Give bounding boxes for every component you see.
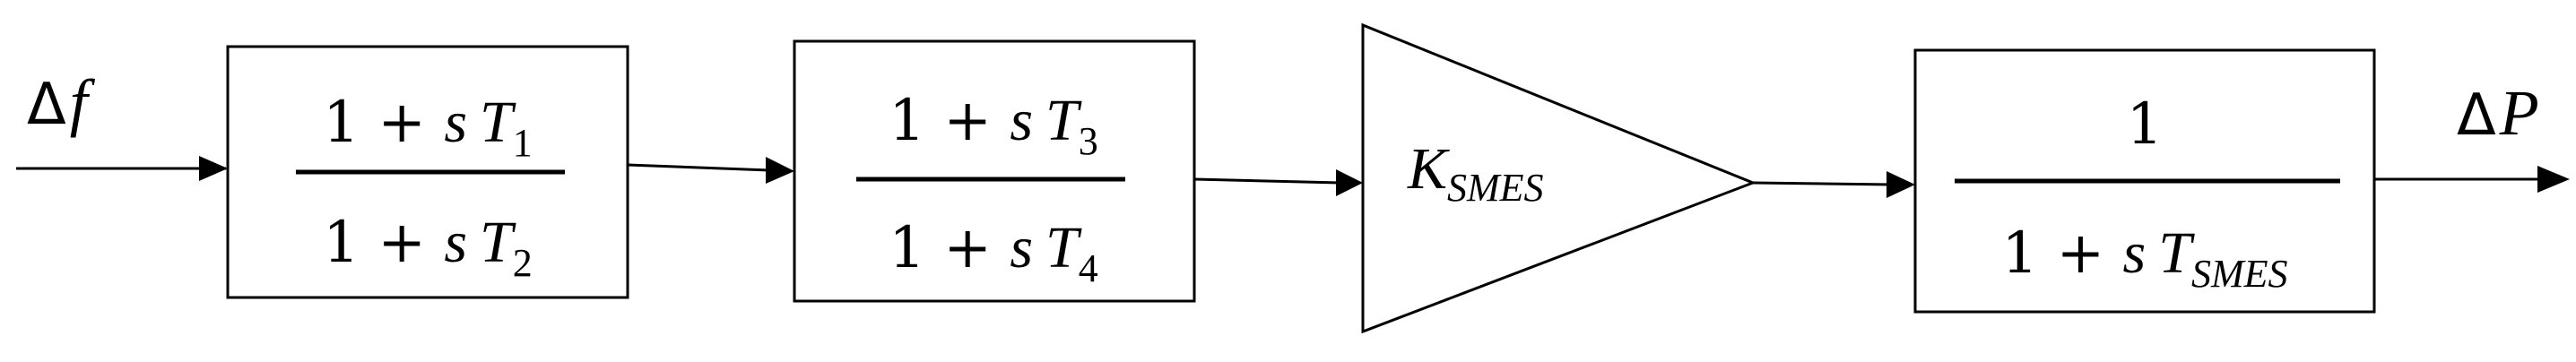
smes-lag-block xyxy=(1913,48,2376,314)
input-arrowhead xyxy=(199,156,228,181)
gain-triangle xyxy=(1361,22,1757,334)
lead-lag-block-1 xyxy=(226,45,629,299)
output-arrowhead xyxy=(2537,166,2570,193)
gain-label: KSMES xyxy=(1407,136,1544,210)
lead-lag-block-2 xyxy=(793,39,1196,303)
svg-text:Δf: Δf xyxy=(27,66,96,138)
input-signal-label: Δf xyxy=(27,66,96,138)
output-signal-label: ΔP xyxy=(2457,77,2539,149)
arrow-block1-to-block2 xyxy=(627,163,770,172)
arrow-block2-to-gain xyxy=(1193,177,1340,185)
block3-numerator: 1 xyxy=(2127,91,2164,158)
arrowhead-block2 xyxy=(766,157,794,184)
arrow-gain-to-block3 xyxy=(1752,181,1893,186)
arrowhead-gain xyxy=(1336,169,1363,196)
svg-text:ΔP: ΔP xyxy=(2457,77,2539,149)
arrowhead-block3 xyxy=(1886,171,1915,198)
